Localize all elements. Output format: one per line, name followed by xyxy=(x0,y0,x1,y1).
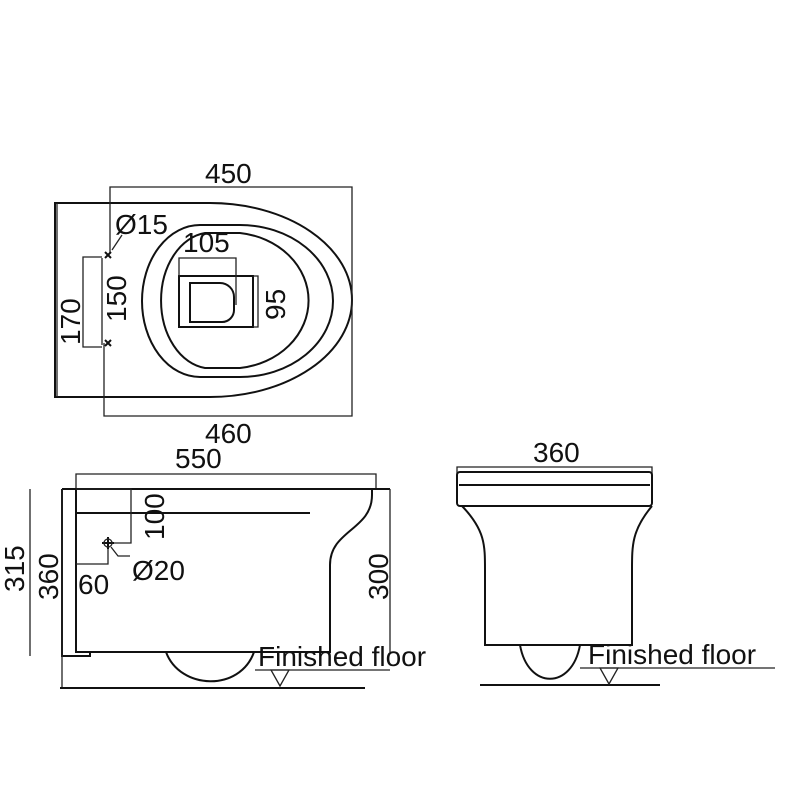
label-95: 95 xyxy=(260,289,291,320)
rim-outer xyxy=(141,224,334,378)
top-view: 450 460 Ø15 105 95 170 150 xyxy=(54,158,353,449)
bowl-front xyxy=(519,644,581,680)
label-300: 300 xyxy=(363,553,394,600)
label-450: 450 xyxy=(205,158,252,189)
label-315: 315 xyxy=(0,545,30,592)
label-105: 105 xyxy=(183,227,230,258)
leader-20 xyxy=(110,546,130,557)
label-460: 460 xyxy=(205,418,252,449)
front-body xyxy=(461,505,653,646)
outlet-d xyxy=(189,282,235,323)
label-dia20: Ø20 xyxy=(132,555,185,586)
label-dia15: Ø15 xyxy=(115,209,168,240)
label-550: 550 xyxy=(175,443,222,474)
label-finished-floor-side: Finished floor xyxy=(258,641,426,672)
dim-550 xyxy=(75,473,377,489)
dim-bracket-170 xyxy=(82,256,102,348)
dim-460 xyxy=(103,300,353,417)
label-170: 170 xyxy=(55,298,86,345)
dim-100 xyxy=(76,488,132,544)
side-body xyxy=(75,489,373,653)
rim-inner xyxy=(160,232,310,369)
label-360-side: 360 xyxy=(33,553,64,600)
leader-15 xyxy=(111,234,123,251)
label-100: 100 xyxy=(139,493,170,540)
front-cap xyxy=(456,471,653,507)
outlet-rect xyxy=(178,275,254,328)
inlet-circle xyxy=(103,538,113,548)
label-60: 60 xyxy=(78,569,109,600)
dim-360-front xyxy=(456,466,653,475)
label-360-front: 360 xyxy=(533,437,580,468)
front-view: 360 Finished floor xyxy=(456,437,775,686)
dim-105 xyxy=(178,257,237,305)
hole-marker-bottom xyxy=(104,339,112,347)
bowl-side xyxy=(165,651,255,683)
side-view: 550 315 360 100 60 Ø20 300 Finished floo… xyxy=(0,443,426,689)
dim-60 xyxy=(76,543,109,565)
dim-95 xyxy=(253,275,259,328)
hole-marker-top xyxy=(104,251,112,259)
floor-triangle-side xyxy=(269,669,291,688)
dim-450 xyxy=(109,186,353,300)
floor-triangle-front xyxy=(598,667,620,686)
label-finished-floor-front: Finished floor xyxy=(588,639,756,670)
label-150: 150 xyxy=(101,275,132,322)
